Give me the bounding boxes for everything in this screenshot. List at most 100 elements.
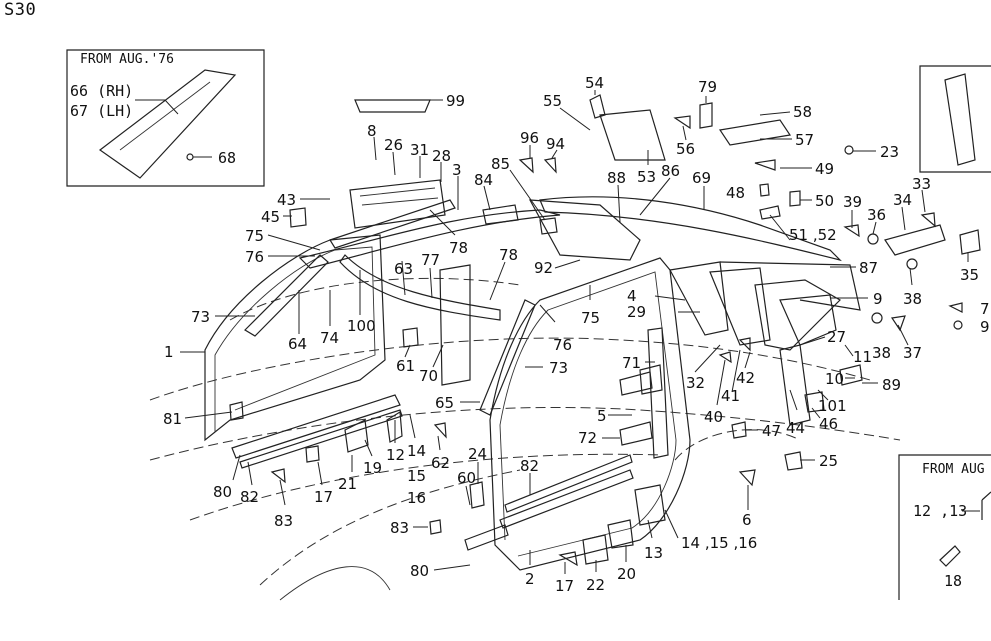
callout-7: 7 bbox=[980, 300, 990, 318]
callout-42: 42 bbox=[736, 369, 755, 387]
callout-17b: 17 bbox=[555, 577, 574, 595]
callout-2: 2 bbox=[525, 570, 535, 588]
inset2-title: FROM AUG bbox=[922, 462, 985, 477]
callout-16: 16 bbox=[407, 489, 426, 507]
callout-83b: 83 bbox=[390, 519, 409, 537]
callout-76b: 76 bbox=[553, 336, 572, 354]
callout-76: 76 bbox=[245, 248, 264, 266]
callout-38b: 38 bbox=[872, 344, 891, 362]
callout-75b: 75 bbox=[581, 309, 600, 327]
callout-79: 79 bbox=[698, 78, 717, 96]
callout-71: 71 bbox=[622, 354, 641, 372]
callout-63: 63 bbox=[394, 260, 413, 278]
callouts: 99 54 55 79 58 57 23 96 94 85 88 86 69 4… bbox=[163, 74, 990, 595]
callout-27: 27 bbox=[827, 328, 846, 346]
callout-70: 70 bbox=[419, 367, 438, 385]
callout-69: 69 bbox=[692, 169, 711, 187]
inset-from-aug-bottom-right: FROM AUG 12 ,13 18 bbox=[898, 454, 991, 600]
callout-20: 20 bbox=[617, 565, 636, 583]
callout-57: 57 bbox=[795, 131, 814, 149]
callout-5: 5 bbox=[597, 407, 607, 425]
callout-74: 74 bbox=[320, 329, 339, 347]
callout-101: 101 bbox=[818, 397, 847, 415]
callout-84: 84 bbox=[474, 171, 493, 189]
callout-39: 39 bbox=[843, 193, 862, 211]
callout-82b: 82 bbox=[520, 457, 539, 475]
quarter-window bbox=[639, 261, 861, 426]
hardware-parts bbox=[229, 94, 981, 567]
callout-75: 75 bbox=[245, 227, 264, 245]
callout-9: 9 bbox=[873, 290, 883, 308]
callout-56: 56 bbox=[676, 140, 695, 158]
callout-13: 13 bbox=[644, 544, 663, 562]
callout-3: 3 bbox=[452, 161, 462, 179]
callout-54: 54 bbox=[585, 74, 604, 92]
callout-23: 23 bbox=[880, 143, 899, 161]
callout-65: 65 bbox=[435, 394, 454, 412]
callout-92: 92 bbox=[534, 259, 553, 277]
callout-19: 19 bbox=[363, 459, 382, 477]
callout-12: 12 bbox=[386, 446, 405, 464]
callout-14: 14 bbox=[407, 442, 426, 460]
callout-83: 83 bbox=[274, 512, 293, 530]
callout-60: 60 bbox=[457, 469, 476, 487]
callout-36: 36 bbox=[867, 206, 886, 224]
callout-81: 81 bbox=[163, 410, 182, 428]
roof-frame bbox=[298, 99, 842, 386]
body-shell bbox=[149, 277, 901, 601]
callout-6: 6 bbox=[742, 511, 752, 529]
inset2-part-18: 18 bbox=[944, 572, 962, 590]
callout-78: 78 bbox=[449, 239, 468, 257]
callout-43: 43 bbox=[277, 191, 296, 209]
callout-44: 44 bbox=[786, 419, 805, 437]
right-door-opening bbox=[464, 257, 691, 571]
callout-50: 50 bbox=[815, 192, 834, 210]
callout-82: 82 bbox=[240, 488, 259, 506]
callout-73: 73 bbox=[191, 308, 210, 326]
callout-64: 64 bbox=[288, 335, 307, 353]
callout-8: 8 bbox=[367, 122, 377, 140]
callout-41: 41 bbox=[721, 387, 740, 405]
inset-line-lh: 67 (LH) bbox=[70, 102, 133, 120]
callout-99: 99 bbox=[446, 92, 465, 110]
callout-9b: 9 bbox=[980, 318, 990, 336]
callout-31: 31 bbox=[410, 141, 429, 159]
callout-78b: 78 bbox=[499, 246, 518, 264]
inset-line-rh: 66 (RH) bbox=[70, 82, 133, 100]
callout-17: 17 bbox=[314, 488, 333, 506]
callout-34: 34 bbox=[893, 191, 912, 209]
left-door-opening bbox=[204, 234, 403, 469]
callout-89: 89 bbox=[882, 376, 901, 394]
callout-10: 10 bbox=[825, 370, 844, 388]
inset-from-aug-76: FROM AUG.'76 66 (RH) 67 (LH) 68 bbox=[66, 49, 265, 187]
callout-25: 25 bbox=[819, 452, 838, 470]
callout-77: 77 bbox=[421, 251, 440, 269]
callout-48: 48 bbox=[726, 184, 745, 202]
callout-62: 62 bbox=[431, 454, 450, 472]
callout-15: 15 bbox=[407, 467, 426, 485]
inset-title: FROM AUG.'76 bbox=[80, 52, 174, 67]
callout-46: 46 bbox=[819, 415, 838, 433]
callout-21: 21 bbox=[338, 475, 357, 493]
callout-88: 88 bbox=[607, 169, 626, 187]
callout-26: 26 bbox=[384, 136, 403, 154]
callout-22: 22 bbox=[586, 576, 605, 594]
callout-35: 35 bbox=[960, 266, 979, 284]
callout-28: 28 bbox=[432, 147, 451, 165]
inset2-part-12-13: 12 ,13 bbox=[913, 502, 967, 520]
callout-86: 86 bbox=[661, 162, 680, 180]
callout-14-15-16: 14 ,15 ,16 bbox=[681, 534, 757, 552]
callout-94: 94 bbox=[546, 135, 565, 153]
inset-part-68: 68 bbox=[218, 149, 236, 167]
callout-40: 40 bbox=[704, 408, 723, 426]
callout-85: 85 bbox=[491, 155, 510, 173]
callout-11: 11 bbox=[853, 348, 872, 366]
callout-72: 72 bbox=[578, 429, 597, 447]
callout-1: 1 bbox=[164, 343, 174, 361]
callout-32: 32 bbox=[686, 374, 705, 392]
callout-47: 47 bbox=[762, 422, 781, 440]
callout-73b: 73 bbox=[549, 359, 568, 377]
callout-49: 49 bbox=[815, 160, 834, 178]
callout-100: 100 bbox=[347, 317, 376, 335]
